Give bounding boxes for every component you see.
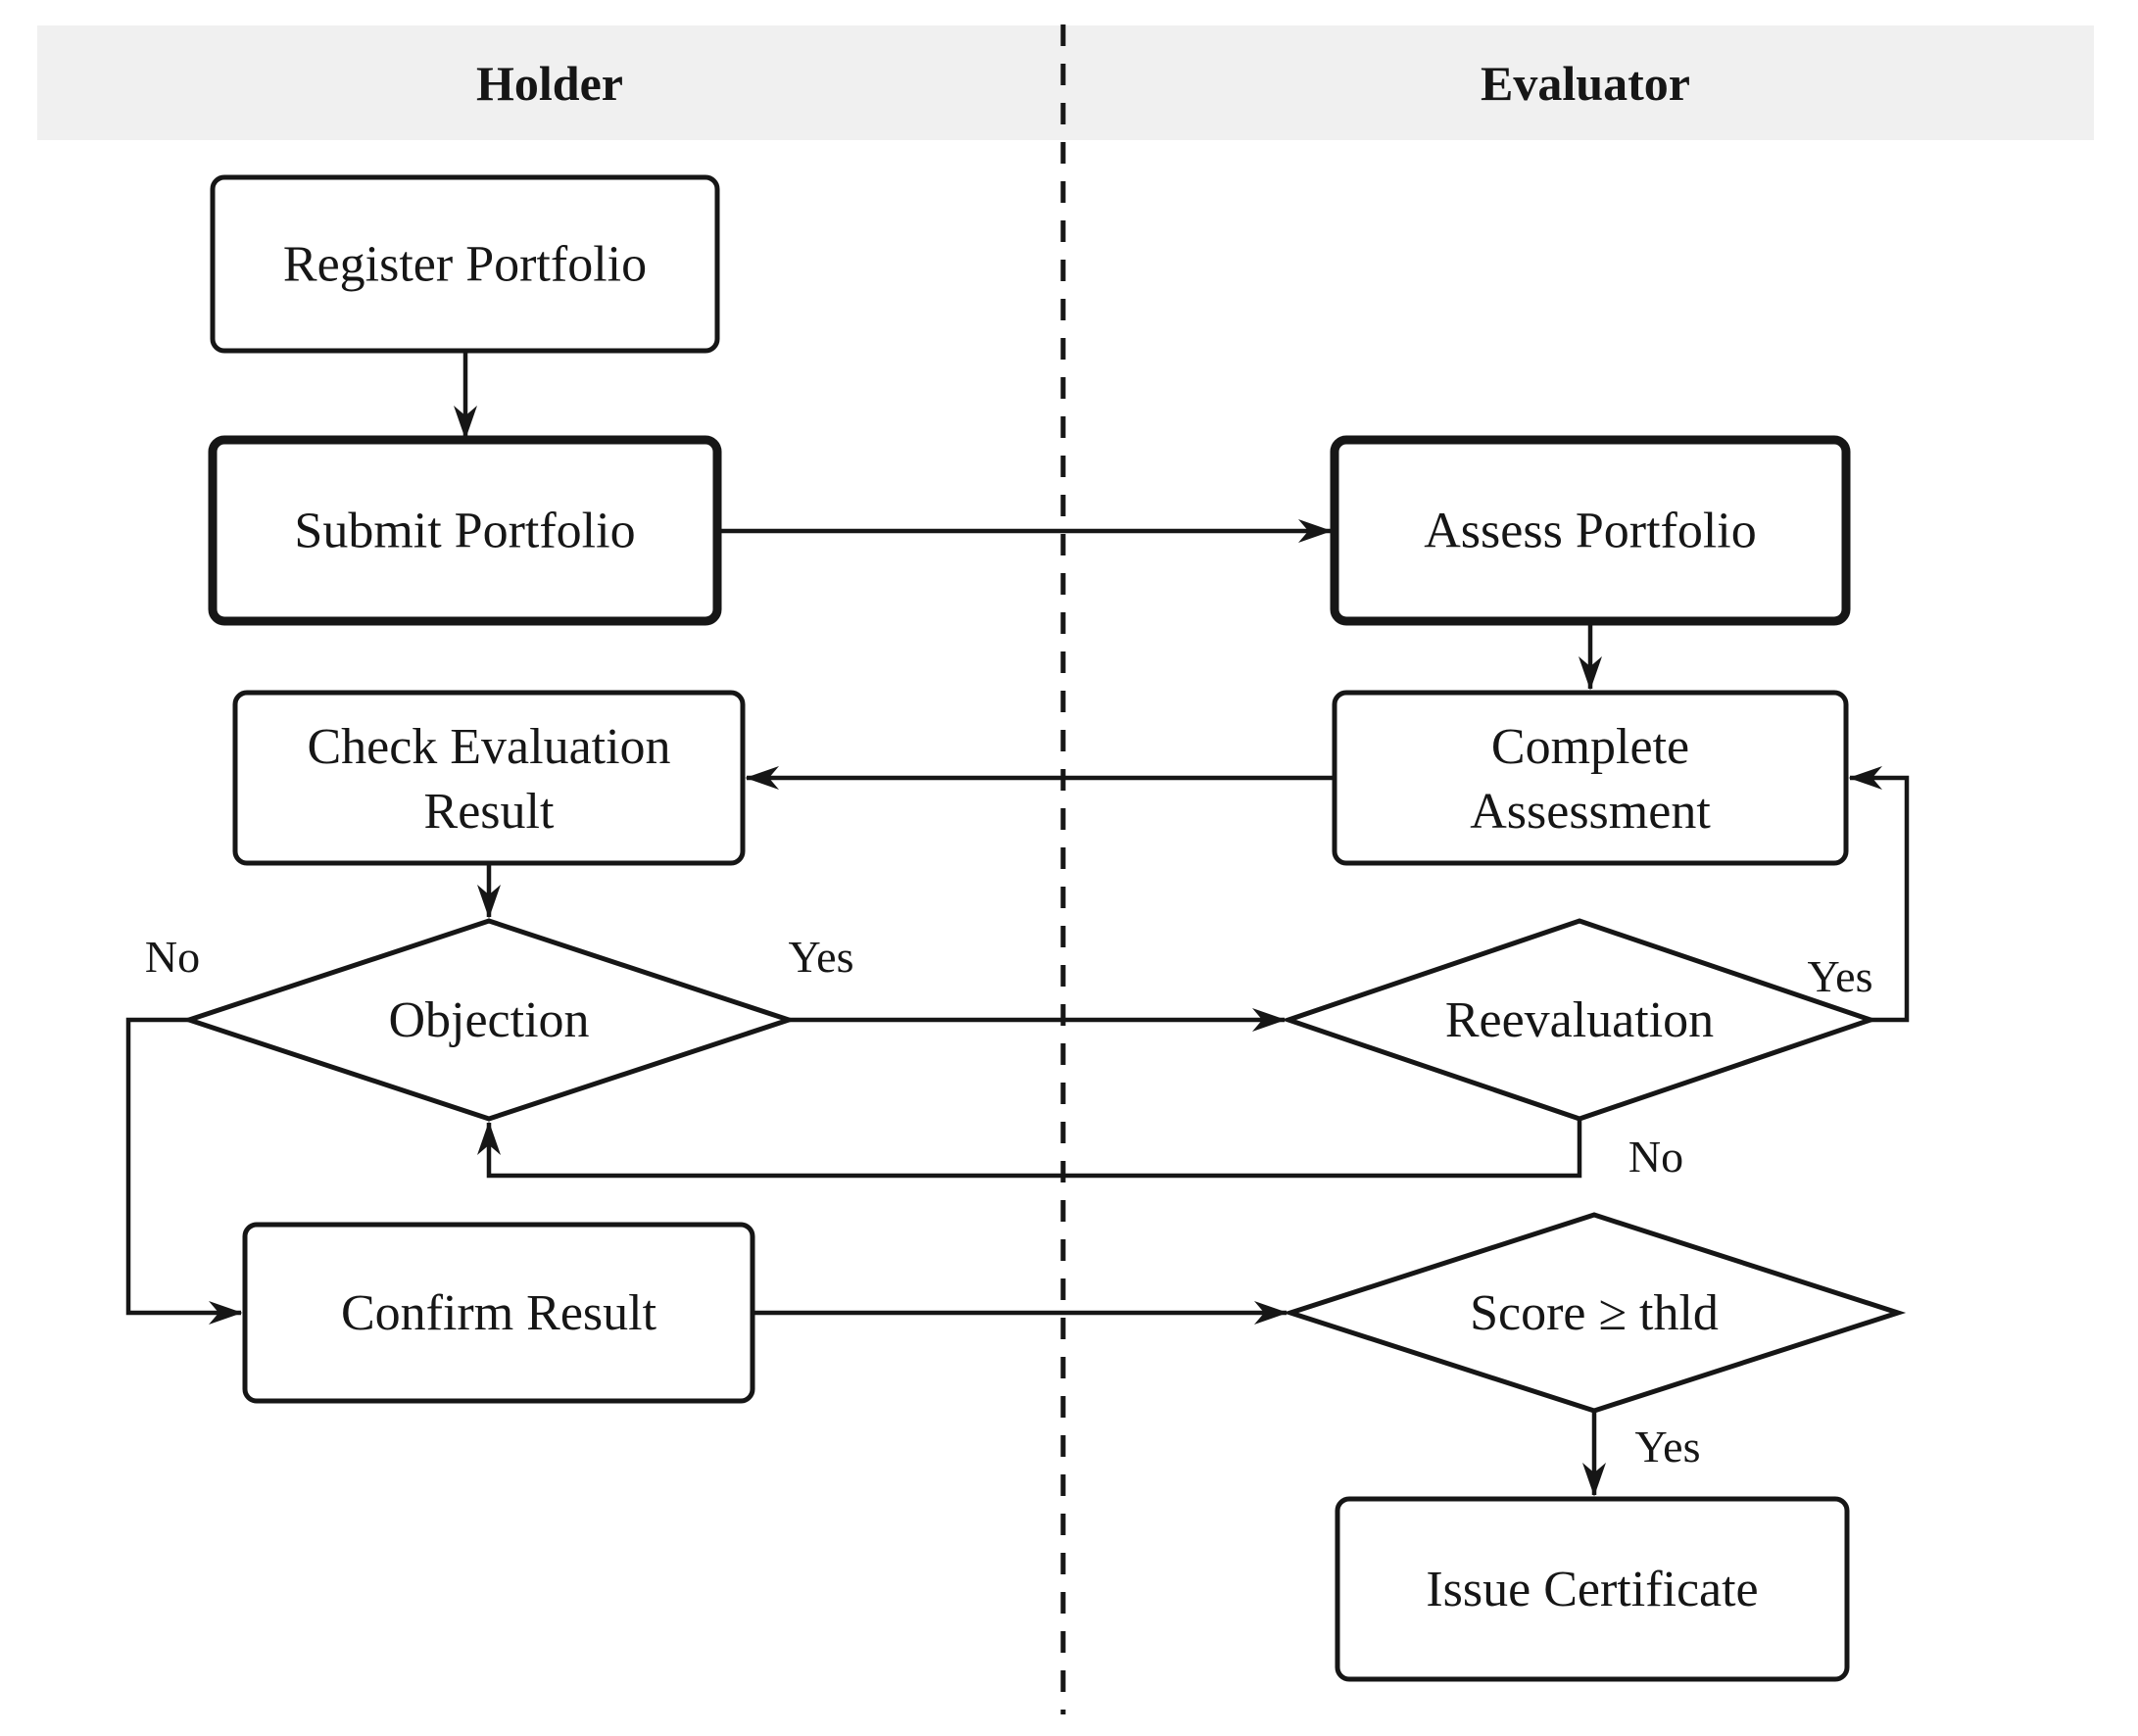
edge-reevaluation-yes-to-complete — [1848, 766, 1910, 1023]
reevaluation-yes-label: Yes — [1808, 951, 1873, 1001]
score-threshold-label: Score ≥ thld — [1470, 1285, 1719, 1341]
complete-assessment-label: Assessment — [1470, 784, 1711, 840]
register-portfolio-label: Register Portfolio — [283, 237, 647, 293]
register-portfolio-box — [210, 174, 720, 354]
edge-reevaluation-no-to-objection — [477, 1119, 1582, 1179]
objection-yes-label: Yes — [789, 932, 854, 982]
check-evaluation-result-label: Check Evaluation — [307, 719, 670, 775]
score-yes-label: Yes — [1635, 1422, 1701, 1471]
submit-portfolio-box — [208, 435, 722, 626]
node-reevaluation: Reevaluation — [1281, 918, 1878, 1122]
node-submit-portfolio: Submit Portfolio — [208, 435, 722, 626]
edge-objection-no-to-confirm — [125, 1017, 243, 1325]
node-objection: Objection — [181, 918, 797, 1122]
node-register-portfolio: Register Portfolio — [210, 174, 720, 354]
issue-certificate-box — [1335, 1496, 1850, 1682]
score-threshold-diamond — [1282, 1212, 1907, 1414]
node-assess-portfolio: Assess Portfolio — [1330, 435, 1851, 626]
confirm-result-label: Confirm Result — [341, 1285, 657, 1341]
reevaluation-label: Reevaluation — [1445, 992, 1714, 1048]
check-evaluation-result-label: Result — [424, 784, 555, 840]
reevaluation-no-label: No — [1628, 1132, 1683, 1181]
submit-portfolio-label: Submit Portfolio — [294, 504, 635, 559]
issue-certificate-label: Issue Certificate — [1426, 1562, 1758, 1617]
objection-no-label: No — [145, 932, 200, 982]
reevaluation-diamond — [1281, 918, 1878, 1122]
complete-assessment-box — [1332, 690, 1849, 866]
assess-portfolio-box — [1330, 435, 1851, 626]
confirm-result-box — [242, 1222, 755, 1404]
lane-title-evaluator: Evaluator — [1481, 56, 1690, 111]
node-score-threshold: Score ≥ thld — [1282, 1212, 1907, 1414]
objection-diamond — [181, 918, 797, 1122]
complete-assessment-label: Complete — [1491, 719, 1689, 775]
assess-portfolio-label: Assess Portfolio — [1424, 504, 1756, 559]
objection-label: Objection — [388, 992, 589, 1048]
node-confirm-result: Confirm Result — [242, 1222, 755, 1404]
check-evaluation-result-box — [232, 690, 746, 866]
node-issue-certificate: Issue Certificate — [1335, 1496, 1850, 1682]
lane-title-holder: Holder — [476, 56, 623, 111]
